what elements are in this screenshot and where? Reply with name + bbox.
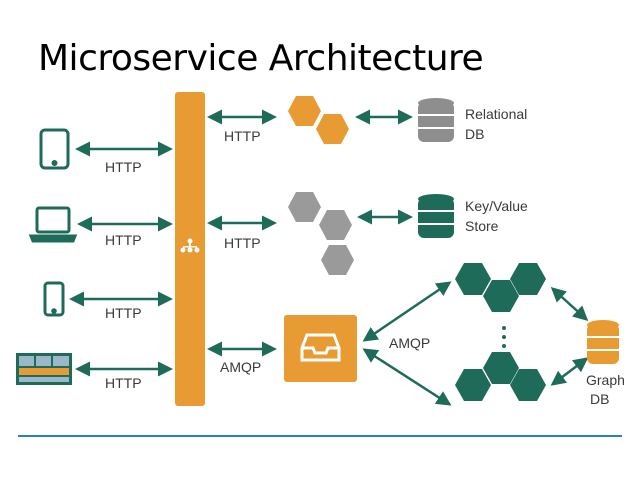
arrow-graph-bottom-db [550,357,589,386]
graph-db-label: Graph [586,372,625,388]
graph-service-hex [510,369,546,401]
tablet-icon [39,128,70,170]
label-amqp-queue: AMQP [220,359,261,375]
graph-service-hex [455,369,491,401]
keyvalue-service-hex [319,210,352,240]
keyvalue-service-hex [288,192,321,222]
label-http-keyvalue-svc: HTTP [224,235,261,251]
ellipsis-dots [502,326,506,348]
database-icon [418,98,454,142]
inbox-icon [300,333,341,362]
keyvalue-store-label: Key/Value [465,198,528,214]
label-http-laptop: HTTP [105,232,142,248]
keyvalue-store-label-2: Store [465,218,499,234]
relational-service-hex [288,96,321,126]
page-title: Microservice Architecture [38,38,484,79]
relational-db-label-2: DB [465,126,484,142]
label-amqp-graph: AMQP [389,335,430,351]
message-queue-box [284,315,357,382]
graph-db-label-2: DB [590,391,609,407]
graph-service-hex [455,263,491,295]
gateway-icon [180,238,200,253]
arrow-queue-graph-top [362,281,452,342]
relational-service-hex [316,114,349,144]
kiosk-icon [16,353,72,385]
bottom-divider [18,435,622,437]
relational-db-label: Relational [465,106,527,122]
arrow-graph-top-db [550,286,589,322]
label-http-phone: HTTP [105,305,142,321]
laptop-icon [28,206,78,243]
graph-service-hex [483,280,519,312]
graph-service-hex [510,263,546,295]
database-icon [587,320,619,364]
keyvalue-service-hex [321,245,354,275]
phone-icon [43,281,65,317]
label-http-kiosk: HTTP [105,375,142,391]
graph-service-hex [483,352,519,384]
arrow-queue-graph-bottom [362,348,452,406]
label-http-tablet: HTTP [105,159,142,175]
label-http-relational-svc: HTTP [224,128,261,144]
database-icon [418,194,454,238]
